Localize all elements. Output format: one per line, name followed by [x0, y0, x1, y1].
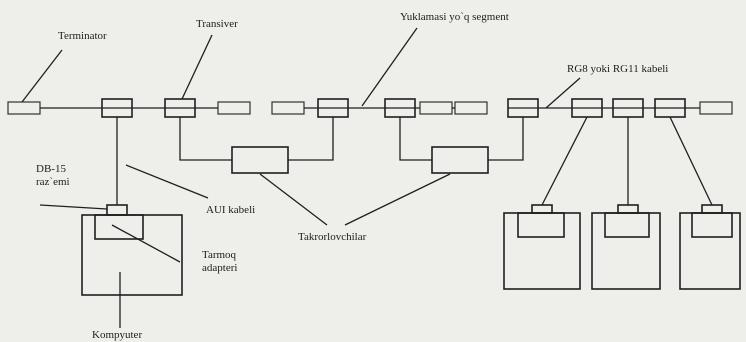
terminator-3 — [271, 101, 305, 115]
label-db15-line1: DB-15 — [36, 163, 66, 175]
terminator-6 — [699, 101, 733, 115]
terminator-5 — [454, 101, 488, 115]
computer-box-right-3 — [679, 212, 741, 290]
label-adapter-line1: Tarmoq — [202, 249, 237, 261]
adapter-right-3 — [691, 212, 733, 238]
label-cable: RG8 yoki RG11 kabeli — [567, 63, 668, 75]
drop-cable-3 — [669, 116, 713, 206]
labels: Terminator Transiver Yuklamasi yo`q segm… — [36, 11, 668, 341]
terminator-2 — [217, 101, 251, 115]
leader-aui — [125, 164, 209, 199]
label-aui: AUI kabeli — [206, 204, 255, 216]
label-terminator: Terminator — [58, 30, 107, 42]
leader-cable — [545, 77, 581, 109]
terminators — [7, 101, 733, 115]
repeater-2-link-right — [488, 117, 524, 161]
db15-connector — [106, 204, 128, 216]
leader-repeater-1 — [259, 173, 328, 226]
adapter-right-1 — [517, 212, 565, 238]
leader-db15 — [39, 204, 108, 210]
terminator-4 — [419, 101, 453, 115]
connector-right-1 — [531, 204, 553, 214]
leader-segment — [361, 27, 418, 107]
label-segment: Yuklamasi yo`q segment — [400, 11, 509, 23]
label-computer: Kompyuter — [92, 329, 142, 341]
connector-right-2 — [617, 204, 639, 214]
label-adapter-line2: adapteri — [202, 262, 237, 274]
repeater-1-link-left — [179, 117, 232, 161]
leader-transiver — [181, 34, 213, 100]
repeaters — [179, 117, 524, 174]
repeater-1-link-right — [288, 117, 334, 161]
leader-adapter — [111, 224, 181, 263]
terminator-1 — [7, 101, 41, 115]
repeater-2-link-left — [399, 117, 432, 161]
network-adapter — [94, 214, 144, 240]
repeater-2 — [431, 146, 489, 174]
computer-left — [81, 117, 183, 296]
leader-lines — [21, 27, 581, 328]
label-db15-line2: raz`emi — [36, 176, 70, 188]
computer-box-right-1 — [503, 212, 581, 290]
label-transiver: Transiver — [196, 18, 238, 30]
repeater-1 — [231, 146, 289, 174]
leader-terminator — [21, 49, 63, 103]
adapter-right-2 — [604, 212, 650, 238]
label-repeaters: Takrorlovchilar — [298, 231, 367, 243]
leader-repeater-2 — [344, 173, 451, 226]
connector-right-3 — [701, 204, 723, 214]
drop-cable-1 — [541, 116, 588, 206]
computers-right — [503, 116, 741, 290]
